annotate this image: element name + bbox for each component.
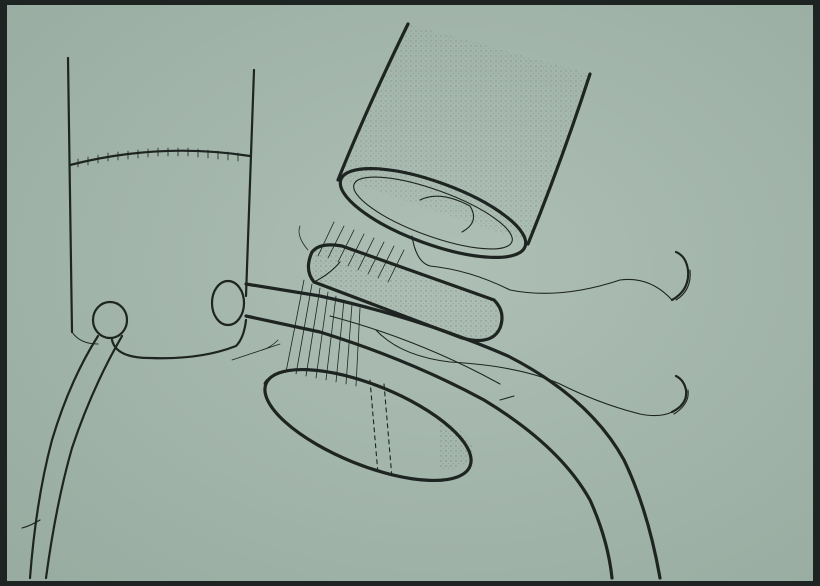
illustration-plate [0,0,820,586]
surgical-anastomosis-drawing [0,0,820,586]
